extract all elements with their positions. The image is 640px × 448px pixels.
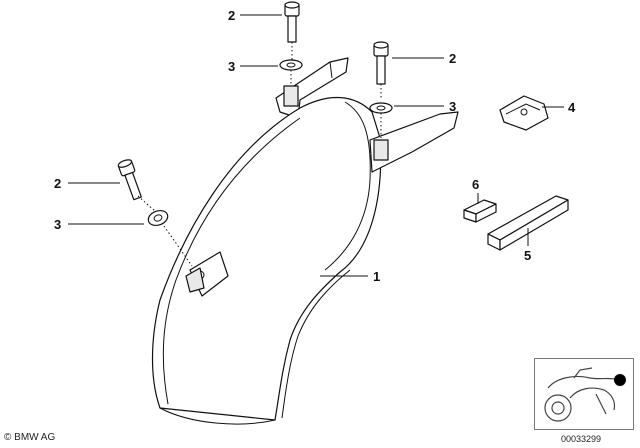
callout-labels: 2 3 2 3 2 3 4 1 6 5	[54, 8, 576, 284]
washer-part-3-left	[147, 209, 193, 267]
bolt-part-2-left	[117, 159, 157, 213]
callout-3-top: 3	[228, 59, 235, 74]
bolt-part-2-right	[373, 41, 389, 100]
clip-nut-part-4	[499, 95, 549, 131]
document-number: 00033299	[561, 434, 602, 444]
bolt-part-2-top	[284, 1, 300, 60]
callout-6: 6	[472, 177, 479, 192]
copyright-notice: © BMW AG	[4, 432, 55, 443]
callout-3-left: 3	[54, 217, 61, 232]
callout-2-left: 2	[54, 176, 61, 191]
washer-part-3-right	[369, 102, 393, 138]
locator-marker-dot	[614, 374, 626, 386]
callout-2-top: 2	[228, 8, 235, 23]
callout-5: 5	[524, 248, 531, 263]
copyright-text: © BMW AG	[4, 432, 56, 443]
callout-3-right: 3	[449, 99, 456, 114]
washer-part-3-top	[279, 59, 303, 86]
callout-2-right: 2	[449, 51, 456, 66]
leader-lines	[68, 14, 564, 277]
motorcycle-locator-icon	[534, 358, 634, 430]
callout-4: 4	[568, 100, 576, 115]
fender-part-1	[151, 57, 459, 425]
callout-1: 1	[373, 269, 380, 284]
rubber-strip-part-5	[487, 195, 569, 251]
rubber-pad-part-6	[463, 199, 497, 223]
